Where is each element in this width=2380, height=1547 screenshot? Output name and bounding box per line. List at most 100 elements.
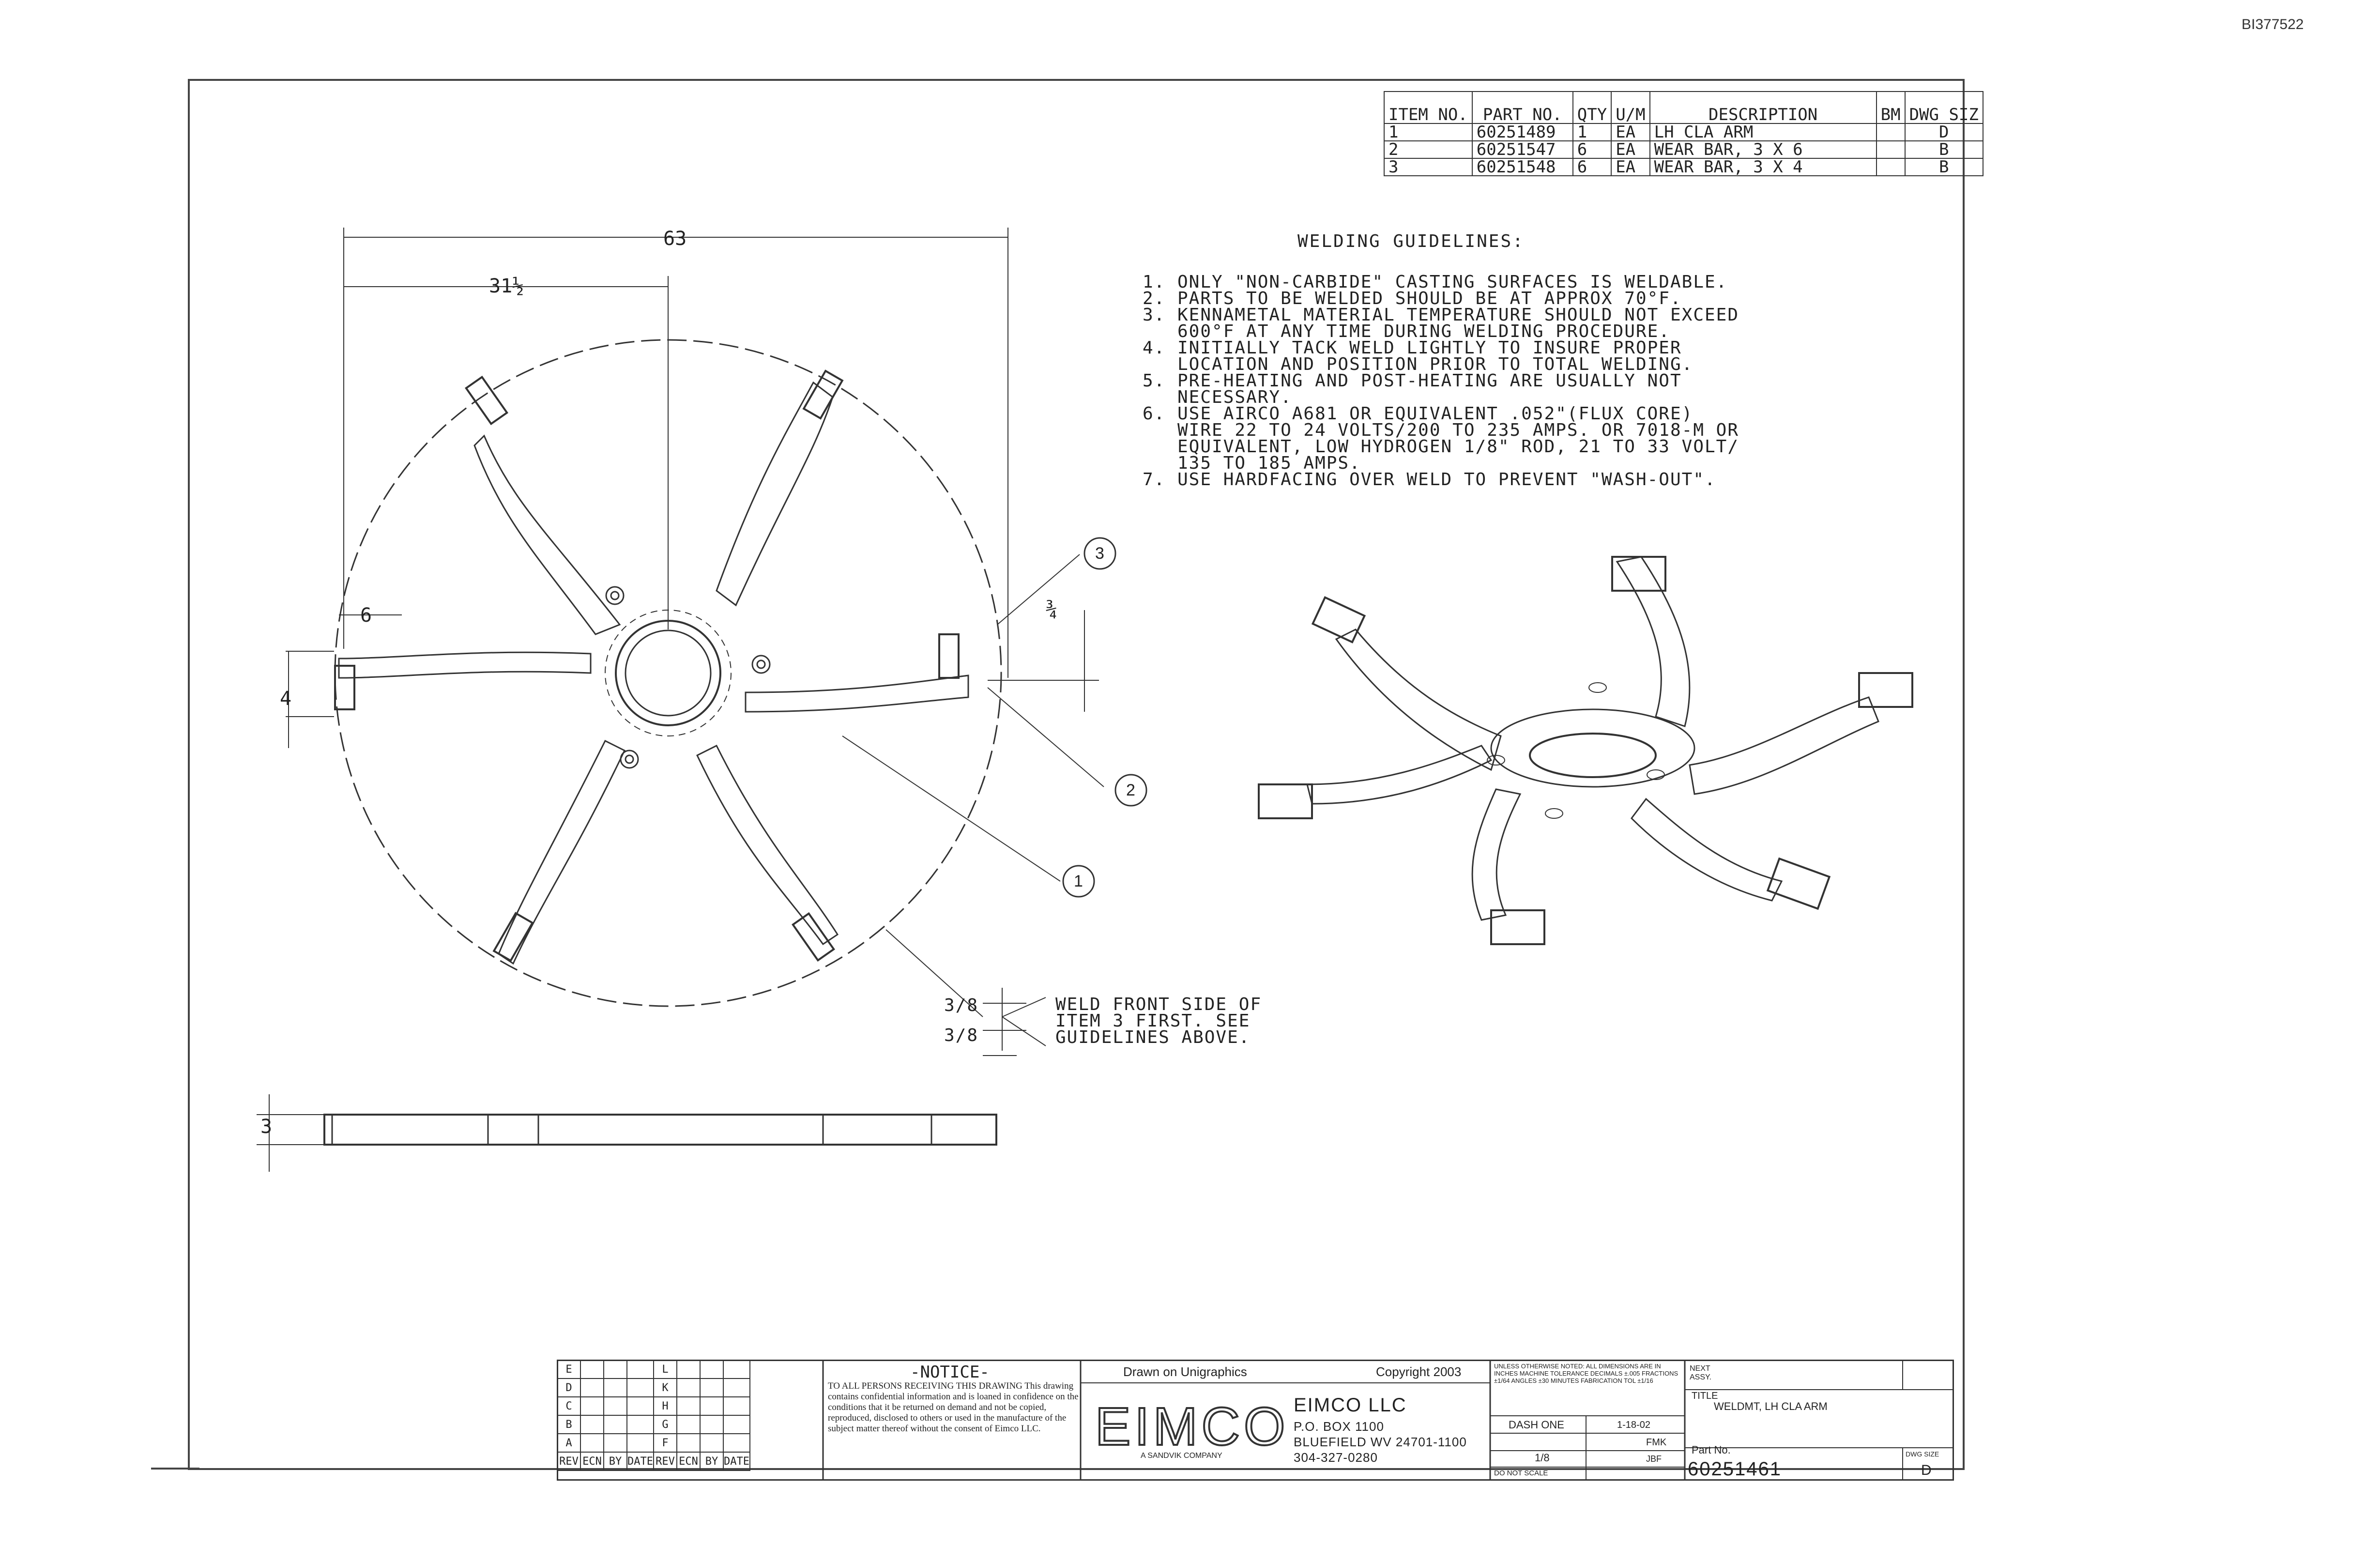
- rev-letter: H: [653, 1396, 677, 1416]
- eimco-logo: EIMCO: [1094, 1397, 1289, 1456]
- table-row: 1 60251489 1 EA LH CLA ARM D: [1384, 123, 1983, 141]
- cell-qty: 6: [1572, 140, 1612, 159]
- header-item: ITEM NO.: [1384, 91, 1473, 124]
- wear-bar: [492, 912, 534, 962]
- list-item: 3. KENNAMETAL MATERIAL TEMPERATURE SHOULD…: [1143, 305, 1739, 341]
- cell-item: 2: [1384, 140, 1473, 159]
- table-row: B G: [557, 1415, 750, 1434]
- scale: 1/8: [1535, 1452, 1550, 1464]
- rev-header: ECN: [580, 1452, 604, 1471]
- callout-label-2: 2: [1126, 781, 1135, 799]
- drawing-title: WELDMT, LH CLA ARM: [1714, 1400, 1828, 1412]
- table-row: C H: [557, 1396, 750, 1416]
- welding-guidelines-list: 1.ONLY "NON-CARBIDE" CASTING SURFACES IS…: [1143, 274, 1739, 490]
- header-part-no: PART NO.: [1471, 91, 1573, 124]
- title-label: TITLE: [1692, 1391, 1718, 1401]
- side-view: [323, 1114, 997, 1146]
- revision-table: E L D K C H B G A F REV ECN BY DATE REV …: [557, 1360, 750, 1471]
- item-number: 6.: [1143, 404, 1166, 424]
- list-item: 2.PARTS TO BE WELDED SHOULD BE AT APPROX…: [1143, 290, 1739, 307]
- header-um: U/M: [1611, 91, 1650, 124]
- parts-table: ITEM NO. PART NO. QTY U/M DESCRIPTION BM…: [1384, 91, 1983, 176]
- address-line: BLUEFIELD WV 24701-1100: [1294, 1435, 1467, 1449]
- item-number: 4.: [1143, 338, 1166, 358]
- table-row: E L: [557, 1360, 750, 1379]
- list-item: 7. USE HARDFACING OVER WELD TO PREVENT "W…: [1143, 470, 1739, 490]
- item-text: ONLY "NON-CARBIDE" CASTING SURFACES IS W…: [1177, 272, 1728, 292]
- cell-description: WEAR BAR, 3 X 6: [1649, 140, 1877, 159]
- callout-label-1: 1: [1074, 872, 1083, 890]
- table-row: REV ECN BY DATE REV ECN BY DATE: [557, 1452, 750, 1471]
- rev-header: DATE: [722, 1452, 750, 1471]
- rev-letter: L: [653, 1360, 677, 1379]
- address-line: P.O. BOX 1100: [1294, 1419, 1384, 1434]
- item-text: USE HARDFACING OVER WELD TO PREVENT "WAS…: [1177, 470, 1716, 490]
- rev-header: BY: [699, 1452, 724, 1471]
- iso-arm: [1689, 696, 1879, 795]
- header-dwg-siz: DWG SIZ: [1904, 91, 1983, 124]
- arm-outline: [716, 381, 834, 607]
- callout-label-3: 3: [1095, 544, 1104, 563]
- rev-letter: E: [557, 1360, 581, 1379]
- list-item: 1.ONLY "NON-CARBIDE" CASTING SURFACES IS…: [1143, 274, 1739, 291]
- hub-outer: [615, 620, 721, 726]
- rev-letter: D: [557, 1378, 581, 1397]
- drawn-on: Drawn on Unigraphics: [1123, 1364, 1247, 1379]
- part-number: 60251461: [1688, 1458, 1782, 1480]
- address-line: 304-327-0280: [1294, 1450, 1378, 1465]
- copyright: Copyright 2003: [1376, 1364, 1462, 1379]
- company-name: EIMCO LLC: [1294, 1394, 1407, 1416]
- checked-by: JBF: [1646, 1454, 1662, 1464]
- rev-header: ECN: [676, 1452, 701, 1471]
- cell-part-no: 60251547: [1471, 140, 1573, 159]
- iso-wear-bar: [1611, 556, 1666, 592]
- company-address: P.O. BOX 1100 BLUEFIELD WV 24701-1100 30…: [1294, 1419, 1467, 1465]
- iso-arm: [1471, 788, 1522, 921]
- table-row: D K: [557, 1378, 750, 1397]
- cell-um: EA: [1611, 158, 1650, 176]
- arm-outline: [338, 651, 592, 679]
- rev-letter: F: [653, 1433, 677, 1453]
- arm-outline: [696, 744, 839, 946]
- logo-subtitle: A SANDVIK COMPANY: [1141, 1452, 1222, 1460]
- cell-bm: [1876, 123, 1906, 141]
- item-number: 7.: [1143, 470, 1166, 490]
- tolerance-note: UNLESS OTHERWISE NOTED: ALL DIMENSIONS A…: [1494, 1363, 1678, 1384]
- cell-part-no: 60251489: [1471, 123, 1573, 141]
- header-bm: BM: [1876, 91, 1906, 124]
- iso-wear-bar: [1858, 672, 1913, 708]
- revision-block: E L D K C H B G A F REV ECN BY DATE REV …: [557, 1360, 823, 1481]
- cell-dwg-siz: D: [1904, 123, 1983, 141]
- next-assy: NEXT ASSY.: [1690, 1364, 1712, 1381]
- item-text: PRE-HEATING AND POST-HEATING ARE USUALLY…: [1177, 371, 1682, 407]
- cell-um: EA: [1611, 123, 1650, 141]
- dim-arm-length: 6: [360, 604, 372, 627]
- dim-arm-width: 4: [280, 688, 292, 710]
- rev-letter: B: [557, 1415, 581, 1434]
- wear-bar: [465, 375, 508, 426]
- rev-letter: C: [557, 1396, 581, 1416]
- frame-extension: [151, 1468, 199, 1470]
- date: 1-18-02: [1617, 1420, 1650, 1430]
- drawing-frame: [188, 79, 1965, 1470]
- dwg-size: D: [1921, 1462, 1932, 1478]
- item-text: KENNAMETAL MATERIAL TEMPERATURE SHOULD N…: [1177, 305, 1739, 341]
- arm-outline: [473, 434, 621, 635]
- material: DASH ONE: [1509, 1419, 1564, 1431]
- list-item: 6.USE AIRCO A681 OR EQUIVALENT .052"(FLU…: [1143, 404, 1739, 472]
- cell-item: 1: [1384, 123, 1473, 141]
- iso-hub-inner: [1529, 733, 1657, 778]
- cell-item: 3: [1384, 158, 1473, 176]
- cell-part-no: 60251548: [1471, 158, 1573, 176]
- dim-thickness: 3: [260, 1116, 273, 1138]
- item-number: 5.: [1143, 371, 1166, 391]
- weld-size-top: 3/8: [944, 996, 979, 1015]
- iso-wear-bar: [1311, 596, 1366, 643]
- cell-qty: 1: [1572, 123, 1612, 141]
- cell-bm: [1876, 158, 1906, 176]
- list-item: 5. PRE-HEATING AND POST-HEATING ARE USUAL…: [1143, 371, 1739, 407]
- item-number: 3.: [1143, 305, 1166, 325]
- rev-header: REV: [557, 1452, 581, 1471]
- dim-half: 31½: [489, 275, 524, 297]
